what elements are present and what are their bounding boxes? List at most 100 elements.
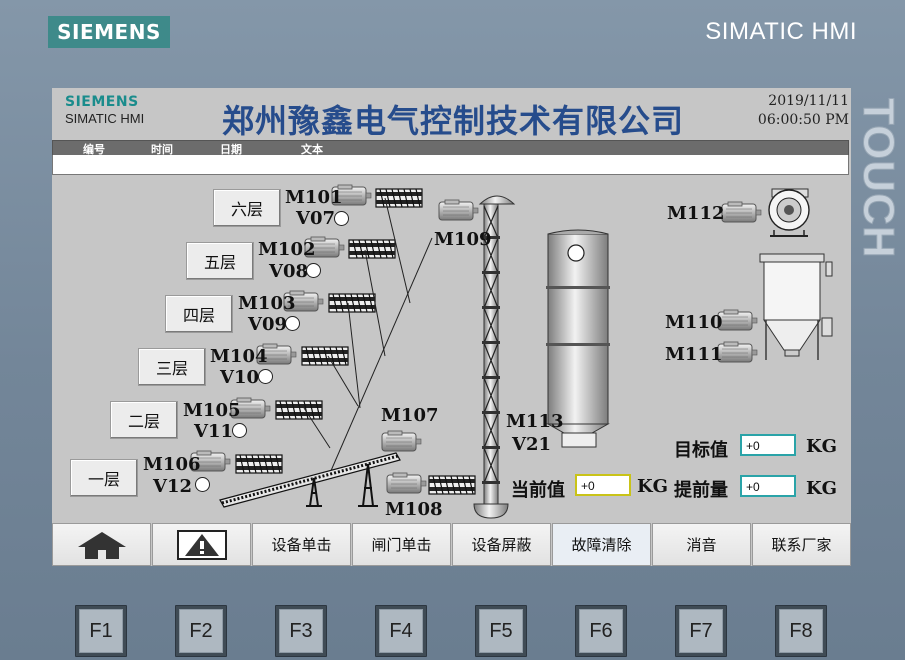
valve-label-v10: V10	[220, 367, 260, 388]
motor-label-m107: M107	[381, 405, 439, 426]
navigation-bar: 设备单击 闸门单击 设备屏蔽 故障清除 消音 联系厂家	[52, 523, 851, 566]
function-key-f6[interactable]: F6	[575, 605, 627, 657]
fkey-label: F6	[579, 609, 623, 653]
floor-1-button[interactable]: 一层	[70, 459, 138, 497]
motor-label-m101: M101	[285, 187, 343, 208]
alarm-col-text: 文本	[301, 143, 323, 156]
advance-value-field[interactable]: +0	[740, 475, 796, 497]
motor-m108-icon	[386, 472, 427, 494]
alarm-col-number: 编号	[83, 143, 105, 156]
floor-4-button[interactable]: 四层	[165, 295, 233, 333]
device-click-button[interactable]: 设备单击	[252, 523, 351, 566]
motor-label-m105: M105	[183, 400, 241, 421]
function-key-f4[interactable]: F4	[375, 605, 427, 657]
touch-label: TOUCH	[854, 98, 904, 260]
function-key-f8[interactable]: F8	[775, 605, 827, 657]
hmi-screen: SIEMENS SIMATIC HMI 郑州豫鑫电气控制技术有限公司 2019/…	[52, 88, 851, 566]
screw-conveyor-icon	[275, 400, 323, 420]
valve-label-v07: V07	[296, 208, 336, 229]
motor-label-m112: M112	[667, 203, 725, 224]
header-product: SIMATIC HMI	[65, 111, 145, 126]
valve-label-v21: V21	[512, 434, 552, 455]
function-key-f2[interactable]: F2	[175, 605, 227, 657]
valve-v08-indicator[interactable]	[306, 263, 321, 278]
header-brand: SIEMENS	[65, 94, 139, 110]
device-product-name: SIMATIC HMI	[705, 18, 857, 45]
target-value-unit: KG	[806, 436, 838, 457]
storage-silo-icon	[546, 229, 610, 448]
warning-icon	[176, 529, 227, 560]
motor-m107-icon	[381, 430, 422, 452]
fkey-label: F8	[779, 609, 823, 653]
alarm-view-list[interactable]	[52, 155, 849, 175]
screw-conveyor-icon	[375, 188, 423, 208]
fkey-label: F7	[679, 609, 723, 653]
floor-6-button[interactable]: 六层	[213, 189, 281, 227]
screw-conveyor-icon	[328, 293, 376, 313]
siemens-logo: SIEMENS	[48, 16, 170, 48]
alarm-screen-button[interactable]	[152, 523, 251, 566]
motor-label-m108: M108	[385, 499, 443, 520]
screw-conveyor-icon	[348, 239, 396, 259]
device-shield-button[interactable]: 设备屏蔽	[452, 523, 551, 566]
alarm-col-time: 时间	[151, 143, 173, 156]
valve-v09-indicator[interactable]	[285, 316, 300, 331]
process-diagram	[190, 184, 833, 519]
fkey-label: F2	[179, 609, 223, 653]
floor-5-button[interactable]: 五层	[186, 242, 254, 280]
page-title: 郑州豫鑫电气控制技术有限公司	[222, 102, 685, 140]
valve-v11-indicator[interactable]	[232, 423, 247, 438]
valve-label-v12: V12	[153, 476, 193, 497]
advance-value-unit: KG	[806, 478, 838, 499]
fkey-label: F1	[79, 609, 123, 653]
target-value-label: 目标值	[674, 440, 728, 461]
header-logo: SIEMENS SIMATIC HMI	[65, 94, 144, 126]
motor-m110-icon	[717, 309, 758, 331]
fkey-label: F3	[279, 609, 323, 653]
function-key-f5[interactable]: F5	[475, 605, 527, 657]
motor-label-m109: M109	[434, 229, 492, 250]
header-time: 06:00:50 PM	[757, 112, 849, 128]
current-value-field[interactable]: +0	[575, 474, 631, 496]
target-value-field[interactable]: +0	[740, 434, 796, 456]
mute-button[interactable]: 消音	[652, 523, 751, 566]
belt-conveyor-icon	[219, 452, 401, 508]
motor-m112-icon	[721, 201, 762, 223]
fkey-label: F5	[479, 609, 523, 653]
gate-click-button[interactable]: 闸门单击	[352, 523, 451, 566]
fan-icon	[768, 188, 810, 237]
valve-v12-indicator[interactable]	[195, 477, 210, 492]
valve-label-v11: V11	[194, 421, 234, 442]
screw-conveyor-icon	[428, 475, 476, 495]
function-key-f1[interactable]: F1	[75, 605, 127, 657]
screw-conveyor-icon	[301, 346, 349, 366]
valve-v07-indicator[interactable]	[334, 211, 349, 226]
floor-3-button[interactable]: 三层	[138, 348, 206, 386]
function-key-f3[interactable]: F3	[275, 605, 327, 657]
fault-clear-button[interactable]: 故障清除	[552, 523, 651, 566]
motor-m109-icon	[438, 199, 479, 221]
header-date: 2019/11/11	[768, 93, 849, 109]
bag-filter-icon	[759, 253, 833, 360]
valve-label-v09: V09	[248, 314, 288, 335]
contact-manufacturer-button[interactable]: 联系厂家	[752, 523, 851, 566]
screw-conveyor-icon	[235, 454, 283, 474]
valve-v10-indicator[interactable]	[258, 369, 273, 384]
motor-m111-icon	[717, 341, 758, 363]
motor-label-m102: M102	[258, 239, 316, 260]
motor-label-m110: M110	[665, 312, 723, 333]
fkey-label: F4	[379, 609, 423, 653]
home-button[interactable]	[52, 523, 151, 566]
motor-label-m113: M113	[506, 411, 564, 432]
motor-label-m103: M103	[238, 293, 296, 314]
chute-lines	[303, 197, 433, 474]
bucket-elevator-icon	[473, 195, 516, 519]
function-key-f7[interactable]: F7	[675, 605, 727, 657]
advance-value-label: 提前量	[674, 480, 728, 501]
motor-label-m104: M104	[210, 346, 268, 367]
home-icon	[77, 531, 126, 559]
floor-2-button[interactable]: 二层	[110, 401, 178, 439]
alarm-col-date: 日期	[220, 143, 242, 156]
current-value-label: 当前值	[511, 480, 565, 501]
motor-label-m111: M111	[665, 344, 723, 365]
